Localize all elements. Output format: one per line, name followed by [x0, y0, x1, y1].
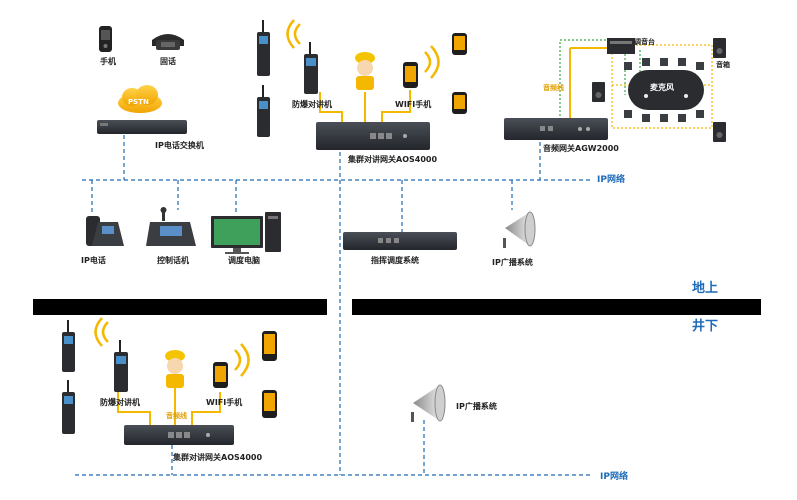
audio-lines-bottom: [117, 388, 221, 425]
radio-icon-top-1: [257, 20, 270, 76]
wifi-signal-icon-top-right: [424, 45, 440, 79]
dispatch-system-label: 指挥调度系统: [371, 255, 419, 265]
phone-icon-top-right-2: [452, 92, 467, 114]
divider-left: [33, 299, 327, 315]
aos-gateway-icon-top: [316, 122, 430, 150]
ip-network-label-bottom: IP网络: [600, 470, 628, 482]
phone-icon-bottom-right-1: [262, 331, 277, 361]
above-ground-label: 地上: [692, 280, 718, 296]
conference-table-icon: [624, 58, 704, 122]
pbx-label: IP电话交换机: [155, 140, 204, 150]
control-phone-label: 控制话机: [157, 255, 189, 265]
mobile-phone-icon: [99, 26, 112, 52]
speaker-icon-bottom-right: [713, 122, 726, 142]
wifi-signal-icon-top-left: [286, 19, 301, 49]
audio-line-label-bottom: 音频线: [166, 411, 187, 420]
ip-broadcast-label-top: IP广播系统: [492, 257, 533, 267]
speaker-icon-mid-left: [592, 82, 605, 102]
landline-label: 固话: [160, 56, 176, 66]
audio-line-label-top: 音频线: [543, 83, 564, 92]
phone-icon-top-right-1: [452, 33, 467, 55]
wifi-phone-icon-top: [403, 62, 418, 88]
wifi-signal-icon-bottom-right: [234, 343, 250, 377]
dispatch-system-icon: [343, 232, 457, 250]
mobile-phone-label: 手机: [100, 56, 116, 66]
speaker-label: 音箱: [716, 60, 730, 69]
audio-lines-top: [319, 47, 612, 122]
radio-icon-bottom-3: [114, 340, 128, 392]
underground-label: 井下: [692, 318, 718, 334]
speaker-icon-top-right: [713, 38, 726, 58]
radio-icon-top-2: [257, 85, 270, 137]
mixing-console-icon: [607, 38, 635, 54]
aos-gateway-label-bottom: 集群对讲网关AOS4000: [172, 452, 262, 462]
ip-phone-icon: [86, 216, 124, 246]
wifi-signal-icon-bottom-left: [94, 317, 109, 347]
radio-label-bottom: 防爆对讲机: [100, 397, 140, 407]
wifi-phone-label-bottom: WIFI手机: [206, 397, 242, 407]
worker-icon-top: [355, 52, 375, 90]
phone-icon-bottom-right-2: [262, 390, 277, 418]
horn-speaker-icon-bottom: [411, 384, 446, 422]
horn-speaker-icon-top: [503, 211, 536, 248]
worker-icon-bottom: [165, 350, 185, 388]
radio-icon-bottom-2: [62, 380, 75, 434]
pstn-cloud-icon: [118, 85, 162, 113]
wifi-phone-label-top: WIFI手机: [395, 99, 431, 109]
landline-icon: [152, 34, 184, 50]
ip-phone-label: IP电话: [81, 255, 106, 265]
control-phone-icon: [146, 207, 196, 246]
ip-network-lines-bottom: [75, 420, 592, 476]
pbx-rack-icon: [97, 120, 187, 134]
aos-gateway-label-top: 集群对讲网关AOS4000: [347, 154, 437, 164]
ip-network-lines-top: [82, 135, 592, 475]
ip-broadcast-label-bottom: IP广播系统: [456, 401, 497, 411]
ip-network-label-top: IP网络: [597, 173, 625, 185]
dispatch-pc-icon: [211, 212, 281, 254]
dispatch-pc-label: 调度电脑: [228, 255, 260, 265]
pstn-label: PSTN: [128, 98, 149, 106]
agw-gateway-label: 音频网关AGW2000: [543, 143, 619, 153]
console-label: 调音台: [634, 37, 655, 46]
radio-label-top: 防爆对讲机: [292, 99, 332, 109]
radio-icon-top-3: [304, 42, 318, 94]
wifi-phone-icon-bottom: [213, 362, 228, 388]
microphone-label: 麦克风: [650, 82, 674, 92]
agw-gateway-icon: [504, 118, 608, 140]
radio-icon-bottom-1: [62, 320, 75, 372]
aos-gateway-icon-bottom: [124, 425, 234, 445]
divider-right: [352, 299, 761, 315]
